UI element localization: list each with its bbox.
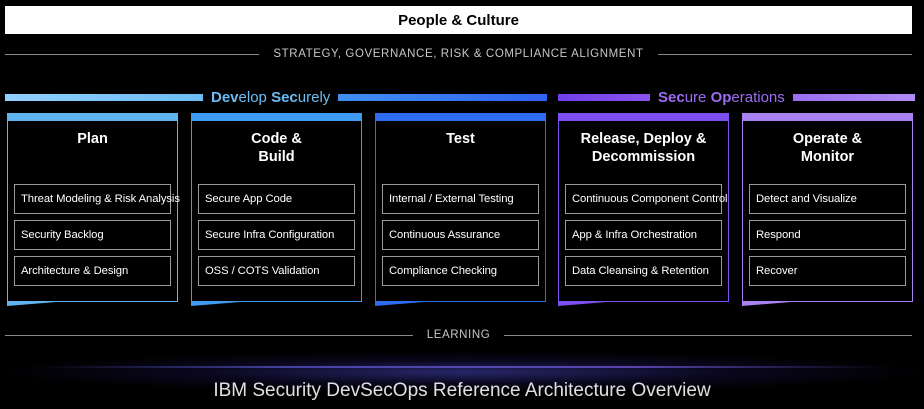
list-item: Architecture & Design: [14, 256, 171, 286]
column-frame: [742, 113, 913, 302]
develop-bar-right: [338, 93, 547, 101]
operations-bar-right: [792, 93, 915, 101]
footer-glow: [0, 352, 924, 392]
develop-bar-left: [5, 93, 203, 101]
column-test: Test Internal / External Testing Continu…: [375, 113, 546, 306]
people-culture-banner: People & Culture: [5, 6, 912, 34]
list-item: Internal / External Testing: [382, 184, 539, 214]
column-title: Release, Deploy &Decommission: [580, 131, 707, 165]
list-item: Compliance Checking: [382, 256, 539, 286]
list-item: Security Backlog: [14, 220, 171, 250]
divider-line-right: [657, 53, 912, 55]
list-item: Data Cleansing & Retention: [565, 256, 722, 286]
list-item: Continuous Assurance: [382, 220, 539, 250]
column-code-build: Code &Build Secure App Code Secure Infra…: [191, 113, 362, 306]
list-item: Secure Infra Configuration: [198, 220, 355, 250]
column-frame: [558, 113, 729, 302]
develop-securely-bar: Develop Securely: [5, 88, 547, 106]
divider-line-left: [5, 53, 260, 55]
list-item: Detect and Visualize: [749, 184, 906, 214]
column-release-deploy: Release, Deploy &Decommission Continuous…: [558, 113, 729, 306]
column-title: Plan: [77, 131, 108, 147]
column-frame: [375, 113, 546, 302]
people-culture-title: People & Culture: [398, 11, 519, 29]
strategy-divider: STRATEGY, GOVERNANCE, RISK & COMPLIANCE …: [5, 47, 912, 61]
learning-divider: LEARNING: [5, 328, 912, 342]
footer-caption: IBM Security DevSecOps Reference Archite…: [213, 380, 711, 401]
learning-label: LEARNING: [426, 329, 491, 341]
secure-operations-title: Secure Operations: [658, 88, 785, 106]
secure-operations-bar: Secure Operations: [558, 88, 915, 106]
column-title: Code &Build: [251, 131, 302, 165]
list-item: OSS / COTS Validation: [198, 256, 355, 286]
footer-glow-line: [40, 366, 884, 368]
list-item: Respond: [749, 220, 906, 250]
column-title: Operate &Monitor: [792, 131, 863, 165]
operations-bar-left: [558, 93, 650, 101]
develop-securely-title: Develop Securely: [211, 88, 331, 106]
list-item: Continuous Component Control: [565, 184, 728, 214]
divider-line-left: [5, 334, 413, 336]
column-title: Test: [446, 131, 475, 147]
divider-line-right: [504, 334, 912, 336]
column-operate-monitor: Operate &Monitor Detect and Visualize Re…: [742, 113, 913, 306]
list-item: Recover: [749, 256, 906, 286]
column-frame: [7, 113, 178, 302]
list-item: Threat Modeling & Risk Analysis: [14, 184, 180, 214]
list-item: Secure App Code: [198, 184, 355, 214]
column-frame: [191, 113, 362, 302]
list-item: App & Infra Orchestration: [565, 220, 722, 250]
column-plan: Plan Threat Modeling & Risk Analysis Sec…: [7, 113, 180, 306]
strategy-label: STRATEGY, GOVERNANCE, RISK & COMPLIANCE …: [273, 48, 644, 60]
